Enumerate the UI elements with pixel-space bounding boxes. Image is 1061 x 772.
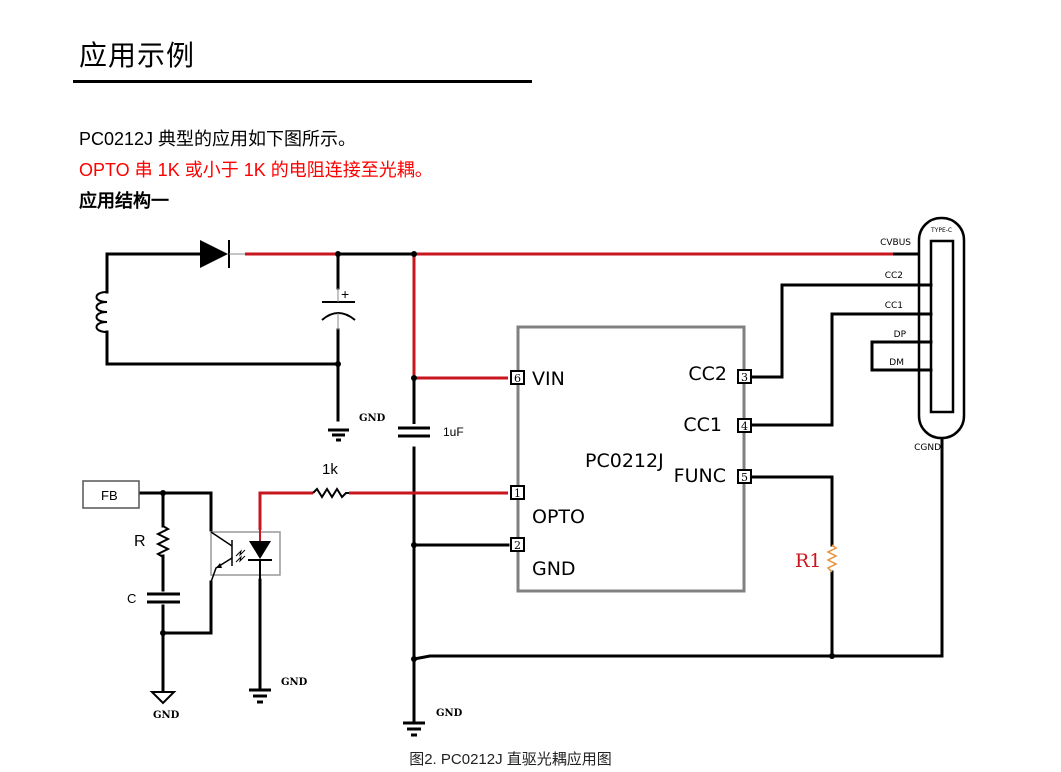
fb-block (82, 480, 140, 509)
connector-pin-cc1: CC1 (885, 301, 903, 311)
wire-vin-red (412, 254, 508, 380)
ic-body (516, 325, 746, 593)
signal-ground-icon (149, 691, 177, 705)
wire-cc2 (748, 283, 933, 379)
type-c-label: TYPE-C (930, 227, 952, 234)
section-title: 应用示例 (79, 40, 196, 71)
connector-pin-dp: DP (894, 330, 907, 340)
ground-icon (328, 428, 349, 442)
pin-label-opto: OPTO (532, 506, 585, 528)
subheading: 应用结构一 (79, 191, 169, 211)
func-resistor-label: R1 (795, 550, 821, 572)
pin-number: 6 (514, 372, 521, 385)
pin-number: 5 (741, 471, 748, 484)
wire-opto-emitter (161, 580, 213, 635)
type-c-connector-body (917, 216, 966, 440)
pin-label-gnd: GND (532, 558, 576, 580)
junction-dots (160, 251, 835, 662)
ground-icon (249, 688, 271, 704)
wire-transformer-left-bottom (105, 330, 340, 366)
wire-fb (137, 491, 213, 532)
connector-pin-dm: DM (889, 358, 904, 368)
wire-dp-dm (870, 340, 933, 372)
fb-capacitor-icon (147, 592, 180, 604)
gnd-label: GND (436, 708, 463, 719)
pin-number: 4 (741, 420, 748, 433)
ic-pins (510, 369, 752, 552)
type-c-connector-inner (929, 239, 955, 414)
fb-label: FB (101, 488, 118, 503)
fb-resistor-label: R (134, 533, 146, 550)
fb-resistor-icon (155, 525, 171, 558)
optocoupler-icon (210, 530, 281, 583)
figure-caption: 图2. PC0212J 直驱光耦应用图 (0, 748, 1061, 769)
ecap-polarity-label: + (341, 286, 349, 302)
pin-label-vin: VIN (532, 368, 565, 390)
figure-caption-text: 图2. PC0212J 直驱光耦应用图 (409, 751, 612, 768)
wire-cc1 (748, 312, 933, 427)
rectifier-diode-icon (200, 240, 245, 268)
wire-opto-red (258, 491, 313, 530)
wire-func (748, 475, 834, 547)
vin-capacitor-label: 1uF (443, 425, 464, 439)
gnd-label: GND (153, 710, 180, 721)
gnd-label: GND (281, 677, 308, 688)
pin-label-cc1: CC1 (683, 414, 722, 436)
pin-number: 2 (514, 539, 521, 552)
opto-resistor-icon (312, 487, 349, 499)
ic-name: PC0212J (585, 450, 664, 472)
pin-label-func: FUNC (674, 465, 726, 487)
intro-text: PC0212J 典型的应用如下图所示。 (79, 129, 357, 149)
vin-capacitor-icon (398, 426, 430, 438)
func-resistor-icon (826, 544, 838, 573)
ground-icon (403, 721, 425, 737)
wire-bottom-return (412, 486, 944, 661)
connector-pin-cc2: CC2 (885, 271, 903, 281)
fb-capacitor-label: C (127, 591, 136, 606)
inductor-coil-icon (95, 290, 109, 334)
pin-label-cc2: CC2 (688, 363, 727, 385)
electrolytic-capacitor-icon (321, 288, 356, 330)
opto-resistor-label: 1k (322, 461, 338, 478)
warning-text: OPTO 串 1K 或小于 1K 的电阻连接至光耦。 (79, 160, 433, 180)
pin-number: 1 (514, 487, 521, 500)
title-underline (73, 80, 532, 83)
connector-pin-cgnd: CGND (914, 443, 941, 453)
connector-pin-cvbus: CVBUS (880, 238, 911, 248)
pin-number: 3 (741, 371, 748, 384)
gnd-label: GND (359, 413, 386, 424)
